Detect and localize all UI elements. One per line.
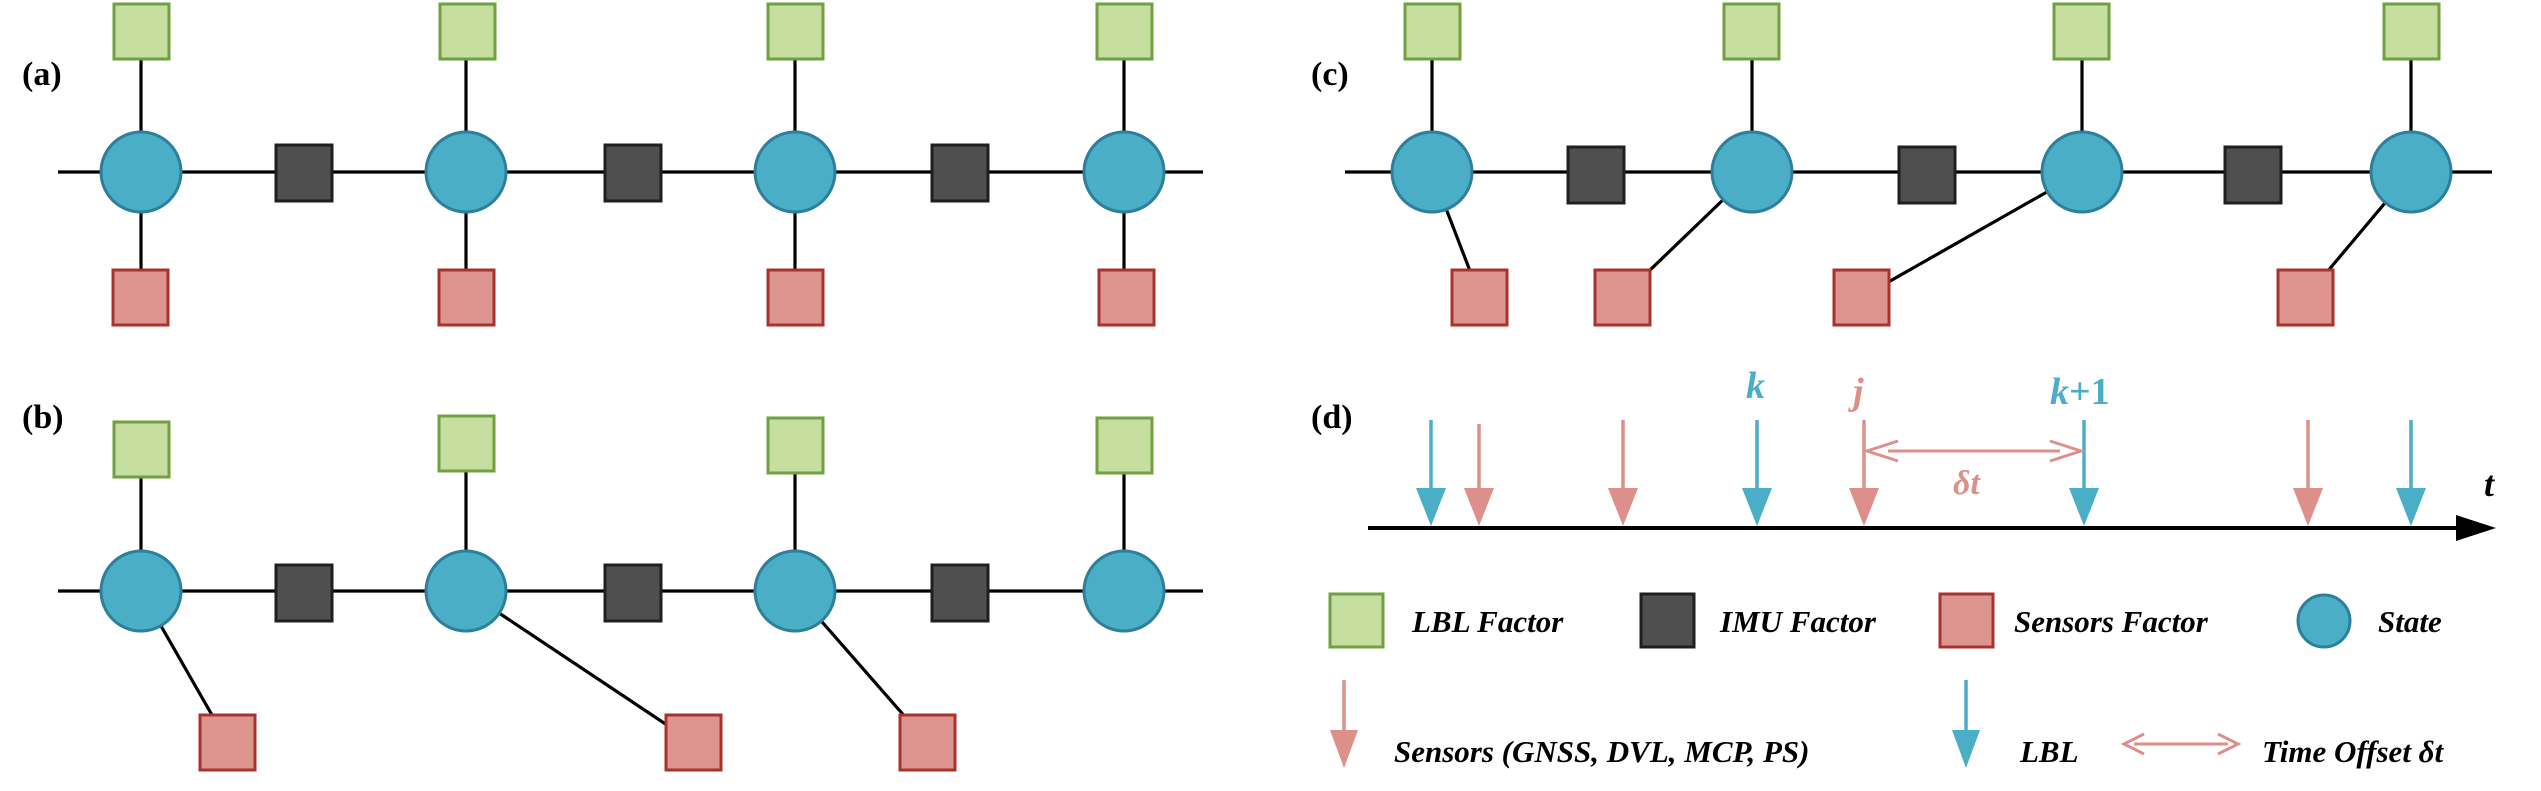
legend-lbl-factor-label: LBL Factor (1411, 604, 1564, 639)
sensors-factor-icon (198, 713, 257, 772)
panel-b-label: (b) (22, 399, 64, 436)
time-offset-label: δt (1953, 465, 1981, 502)
time-label-k-plus-1: k+1 (2050, 371, 2110, 413)
sensors-arrow-icon (1464, 424, 1494, 526)
imu-factor-icon (603, 563, 663, 623)
state-node-icon (1710, 130, 1794, 214)
sensors-factor-icon (1450, 268, 1509, 327)
legend-imu-factor-label: IMU Factor (1719, 604, 1877, 639)
state-node-icon (2040, 130, 2124, 214)
sensors-factor-icon (437, 268, 496, 327)
imu-factor-icon (930, 143, 990, 203)
lbl-arrow-icon (2396, 420, 2426, 526)
lbl-factor-icon (1095, 2, 1154, 61)
panel-c-edge (1861, 170, 2083, 299)
legend-state-icon (2296, 593, 2352, 649)
legend-sensors-factor-icon (1938, 592, 1995, 649)
panel-a: (a) (22, 2, 1203, 327)
legend-sensors-arrow-label: Sensors (GNSS, DVL, MCP, PS) (1394, 734, 1809, 769)
sensors-factor-icon (111, 268, 170, 327)
panel-d-label: (d) (1311, 399, 1353, 436)
legend-state-label: State (2378, 604, 2442, 639)
time-offset-double-arrow-icon (1862, 439, 2086, 463)
lbl-arrow-icon (1416, 420, 1446, 526)
state-node-icon (424, 130, 508, 214)
panel-b: (b) (22, 399, 1203, 772)
imu-factor-icon (930, 563, 990, 623)
lbl-factor-icon (766, 2, 825, 61)
lbl-factor-icon (1403, 2, 1462, 61)
lbl-arrow-icon (1742, 420, 1772, 526)
state-node-icon (1390, 130, 1474, 214)
sensors-factor-icon (1097, 268, 1156, 327)
sensors-factor-icon (898, 713, 957, 772)
lbl-factor-icon (2052, 2, 2111, 61)
sensors-arrow-icon (1849, 420, 1879, 526)
legend-lbl-factor-icon (1328, 592, 1385, 649)
sensors-arrow-icon (1608, 420, 1638, 526)
time-axis-label: t (2484, 464, 2495, 504)
lbl-factor-icon (1095, 416, 1154, 475)
legend-lbl-arrow-icon (1952, 680, 1980, 768)
sensors-arrow-icon (2293, 420, 2323, 526)
legend-imu-factor-icon (1639, 592, 1696, 649)
legend: LBL Factor IMU Factor Sensors Factor Sta… (1328, 592, 2445, 769)
lbl-factor-icon (1722, 2, 1781, 61)
lbl-factor-icon (437, 414, 496, 473)
state-node-icon (1082, 130, 1166, 214)
time-label-j: j (1848, 371, 1864, 413)
state-node-icon (424, 549, 508, 633)
panel-d: (d) t (1311, 365, 2496, 541)
imu-factor-icon (1566, 145, 1626, 205)
imu-factor-icon (2223, 145, 2283, 205)
state-node-icon (99, 130, 183, 214)
legend-time-offset-arrow-icon (2120, 732, 2242, 756)
imu-factor-icon (274, 563, 334, 623)
sensors-factor-icon (2276, 268, 2335, 327)
lbl-factor-icon (112, 420, 171, 479)
imu-factor-icon (603, 143, 663, 203)
sensors-factor-icon (1832, 268, 1891, 327)
lbl-factor-icon (2382, 2, 2441, 61)
panel-b-edge (465, 589, 695, 745)
legend-time-offset-label: Time Offset δt (2262, 734, 2445, 769)
lbl-factor-icon (438, 2, 497, 61)
state-node-icon (2369, 130, 2453, 214)
lbl-factor-icon (112, 2, 171, 61)
panel-c-label: (c) (1311, 56, 1349, 93)
sensors-factor-icon (1593, 268, 1652, 327)
time-axis-arrowhead-icon (2456, 515, 2496, 541)
legend-lbl-arrow-label: LBL (2019, 734, 2079, 769)
lbl-factor-icon (766, 416, 825, 475)
lbl-arrow-icon (2069, 420, 2099, 526)
imu-factor-icon (274, 143, 334, 203)
time-label-k: k (1746, 365, 1765, 407)
panel-c: (c) (1311, 2, 2492, 327)
state-node-icon (99, 549, 183, 633)
panel-a-label: (a) (22, 56, 62, 93)
legend-sensors-arrow-icon (1330, 680, 1358, 768)
imu-factor-icon (1897, 145, 1957, 205)
legend-sensors-factor-label: Sensors Factor (2014, 604, 2209, 639)
state-node-icon (753, 130, 837, 214)
sensors-factor-icon (664, 713, 723, 772)
state-node-icon (1082, 549, 1166, 633)
state-node-icon (753, 549, 837, 633)
sensors-factor-icon (766, 268, 825, 327)
